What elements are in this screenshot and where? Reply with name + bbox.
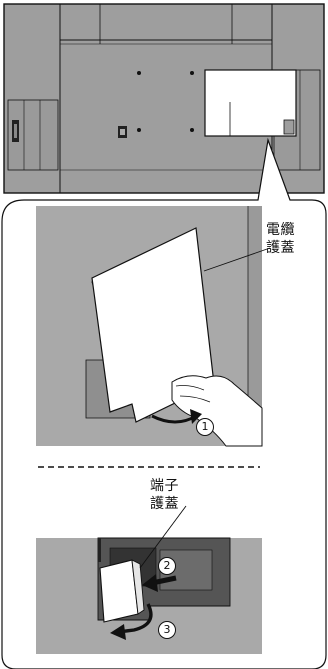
display-rear-view [3, 3, 325, 194]
cable-cover-scene [36, 206, 271, 447]
step-3-marker: 3 [158, 621, 176, 639]
terminal-cover-label: 端子 護蓋 [150, 478, 179, 512]
step-2-marker: 2 [158, 557, 176, 575]
cable-cover-label: 電纜 護蓋 [266, 222, 295, 256]
step-1-marker: 1 [196, 418, 214, 436]
terminal-cover-scene [36, 505, 262, 654]
